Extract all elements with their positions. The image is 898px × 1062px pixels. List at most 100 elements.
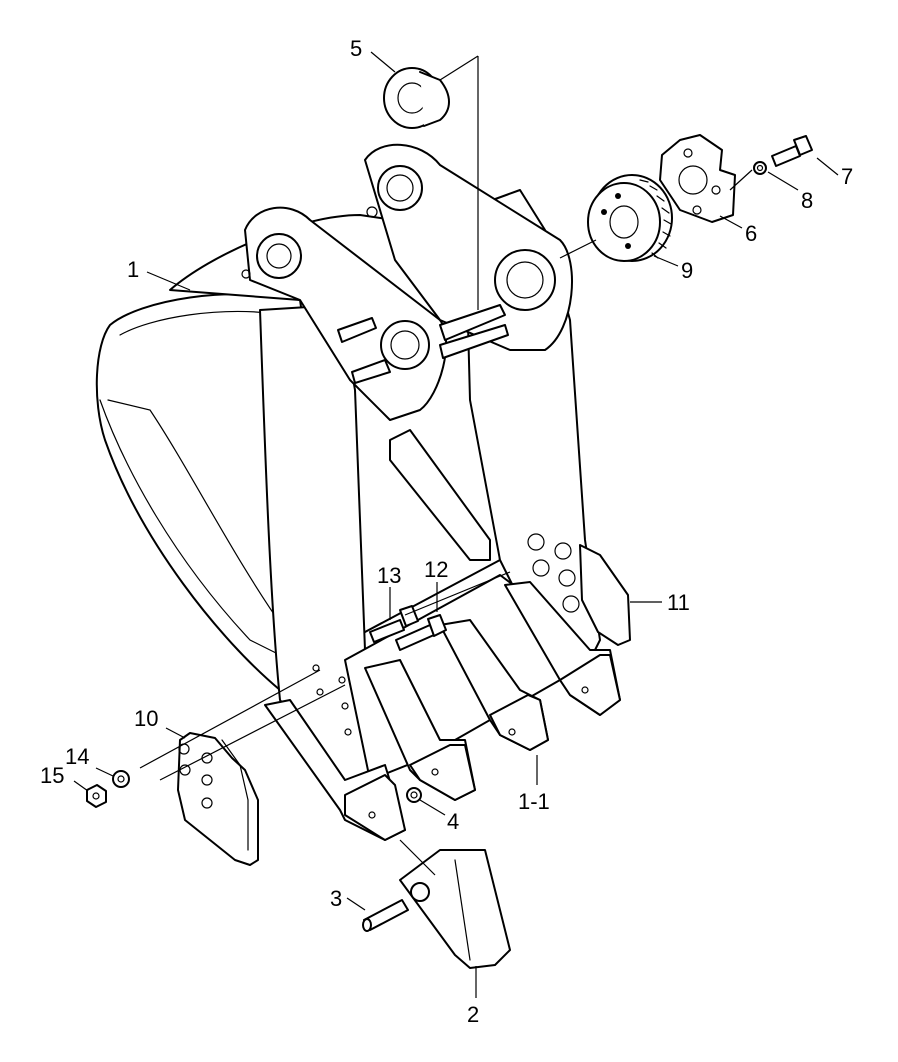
leader-10 xyxy=(165,727,186,739)
pin-hole xyxy=(316,688,324,696)
callout-12: 12 xyxy=(424,557,448,582)
part-15-nut xyxy=(86,784,107,808)
shim-plate xyxy=(659,134,736,223)
ring-nut-face xyxy=(587,182,661,262)
bolt-hole xyxy=(554,542,572,560)
bucket-body xyxy=(95,189,601,791)
shell-curve xyxy=(99,399,291,661)
callout-14: 14 xyxy=(65,744,89,769)
leader-15 xyxy=(73,780,89,792)
leader-7 xyxy=(816,157,839,176)
right-front-bushing-hole xyxy=(506,261,544,299)
leader-5 xyxy=(370,51,396,73)
callout-2: 2 xyxy=(467,1002,479,1027)
inner-rib xyxy=(389,429,491,561)
part-6-shim-plate xyxy=(659,134,736,223)
washer-14-ring xyxy=(112,770,130,788)
leader-6 xyxy=(719,215,743,229)
bushing-sleeve xyxy=(419,71,450,127)
bolt-13-head xyxy=(399,605,419,627)
side-cutter-edge xyxy=(221,739,249,851)
pin-hole xyxy=(338,676,346,684)
leader-4 xyxy=(419,799,446,816)
cross-rod-2 xyxy=(439,324,509,359)
side-cutter-hole xyxy=(201,797,213,809)
callout-1: 1 xyxy=(127,257,139,282)
callout-5: 5 xyxy=(350,36,362,61)
part-9-ring-nut xyxy=(587,174,673,262)
bolt-hole xyxy=(562,595,580,613)
washer-14-hole xyxy=(117,775,125,783)
left-front-bushing xyxy=(380,320,430,370)
leader-9 xyxy=(653,255,679,267)
callout-9: 9 xyxy=(681,258,693,283)
leader-1 xyxy=(146,271,191,291)
part-11-side-cutter xyxy=(579,544,631,646)
stop-block xyxy=(337,317,377,343)
shell-curve-2 xyxy=(107,399,286,631)
stop-block-2 xyxy=(351,359,391,384)
part-14-washer xyxy=(112,770,130,788)
pin-hole xyxy=(344,728,352,736)
shim-bolt-hole xyxy=(683,148,693,158)
nut-hole xyxy=(92,792,100,800)
side-bolt-holes xyxy=(312,533,580,736)
tooth-point xyxy=(399,849,511,969)
bolt-12-head xyxy=(427,614,447,637)
tooth-tip-3 xyxy=(489,694,549,751)
bolt-hole xyxy=(558,569,576,587)
adapter-pin-hole xyxy=(508,728,516,736)
leader-10-a xyxy=(139,669,321,769)
callout-1-1: 1-1 xyxy=(518,789,550,814)
shim-center-hole xyxy=(678,165,708,195)
pin-end xyxy=(362,918,372,932)
callout-11: 11 xyxy=(667,590,690,615)
adapter-pin-hole xyxy=(581,686,589,694)
grease-hole-2 xyxy=(241,269,251,279)
tooth-tip-4 xyxy=(559,654,621,716)
bolt-13-shank xyxy=(369,619,405,643)
ring-nut-hole xyxy=(625,243,631,249)
part-10-side-cutter xyxy=(177,732,259,866)
tooth-adapters xyxy=(264,581,621,841)
pin-hole xyxy=(312,664,320,672)
adapter-pin-hole xyxy=(368,811,376,819)
bolt-hole xyxy=(527,533,545,551)
tooth-pin-hole xyxy=(410,882,430,902)
callout-13: 13 xyxy=(377,563,401,588)
right-side-cutter xyxy=(579,544,631,646)
retainer-hole xyxy=(410,791,418,799)
part-2-tooth xyxy=(399,849,511,969)
callout-15: 15 xyxy=(40,763,64,788)
leader-10-b xyxy=(159,684,346,781)
tooth-tip-2 xyxy=(409,744,476,801)
bolt-hole xyxy=(532,559,550,577)
adapter-pin-hole xyxy=(431,768,439,776)
leader-lines xyxy=(73,51,839,998)
left-front-bushing-hole xyxy=(390,330,420,360)
leader-9-a xyxy=(559,239,597,259)
retainer-ring xyxy=(406,787,422,803)
tooth-tip-1 xyxy=(344,774,406,841)
mounting-brackets xyxy=(241,143,573,421)
callout-4: 4 xyxy=(447,809,459,834)
leader-14 xyxy=(95,767,114,777)
callout-10: 10 xyxy=(134,706,158,731)
ring-nut-knurl xyxy=(639,179,672,259)
leader-3 xyxy=(346,897,366,911)
shim-bolt-hole xyxy=(711,185,721,195)
washer-hole xyxy=(756,164,764,172)
part-8-washer xyxy=(753,161,767,175)
right-rear-bushing xyxy=(377,165,423,211)
leader-8 xyxy=(767,171,799,191)
callout-6: 6 xyxy=(745,221,757,246)
ring-nut-hole xyxy=(615,193,621,199)
ring-nut-bore xyxy=(609,205,639,239)
callout-labels: 1 5 7 8 6 9 11 13 12 10 14 15 1-1 4 3 2 xyxy=(40,36,853,1027)
leader-2-a xyxy=(399,839,436,876)
grease-hole xyxy=(366,206,378,218)
leader-6-a xyxy=(729,169,753,191)
cross-rod xyxy=(439,304,506,341)
